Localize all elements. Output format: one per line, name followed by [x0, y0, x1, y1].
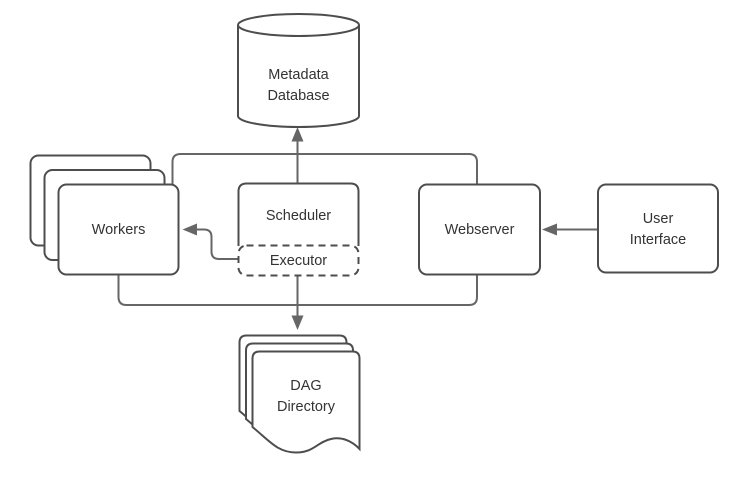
metadata-database-label-line1: Metadata	[268, 67, 329, 83]
scheduler-box	[237, 182, 360, 246]
metadata-database-cylinder-top	[237, 13, 360, 37]
user-interface-box	[597, 183, 719, 274]
node-webserver: Webserver	[418, 183, 541, 276]
node-metadata-database: Metadata Database	[237, 13, 360, 128]
node-dag-directory: DAG Directory	[238, 334, 361, 454]
edge-executor-to-workers-line	[197, 228, 239, 260]
arrowhead-into-dag-directory	[291, 315, 304, 330]
edge-bottom-bus-to-dag-directory	[117, 274, 478, 330]
edge-user-interface-to-webserver	[542, 223, 598, 236]
dag-directory-label-line2: Directory	[277, 399, 336, 415]
arrowhead-into-webserver	[542, 223, 557, 236]
workers-stack-front	[57, 183, 180, 276]
arrowhead-into-workers	[182, 223, 197, 236]
dag-directory-label-line1: DAG	[290, 378, 321, 394]
edge-top-bus-to-metadata-database	[171, 127, 478, 184]
metadata-database-cylinder-body	[237, 25, 360, 128]
arrowhead-into-metadata-database	[291, 127, 304, 142]
metadata-database-label-line2: Database	[267, 88, 329, 104]
webserver-box	[418, 183, 541, 276]
executor-label: Executor	[270, 253, 327, 269]
node-user-interface: User Interface	[597, 183, 719, 274]
user-interface-label-line1: User	[643, 211, 674, 227]
workers-label: Workers	[92, 222, 146, 238]
user-interface-label-line2: Interface	[630, 232, 686, 248]
node-workers: Workers	[29, 154, 180, 276]
edge-executor-to-workers	[182, 223, 239, 260]
node-scheduler: Scheduler Executor	[237, 182, 360, 277]
edge-top-bus-line	[171, 153, 478, 184]
executor-box	[237, 244, 360, 277]
webserver-label: Webserver	[445, 222, 515, 238]
scheduler-label: Scheduler	[266, 208, 331, 224]
dag-directory-sheet-front	[251, 350, 361, 454]
